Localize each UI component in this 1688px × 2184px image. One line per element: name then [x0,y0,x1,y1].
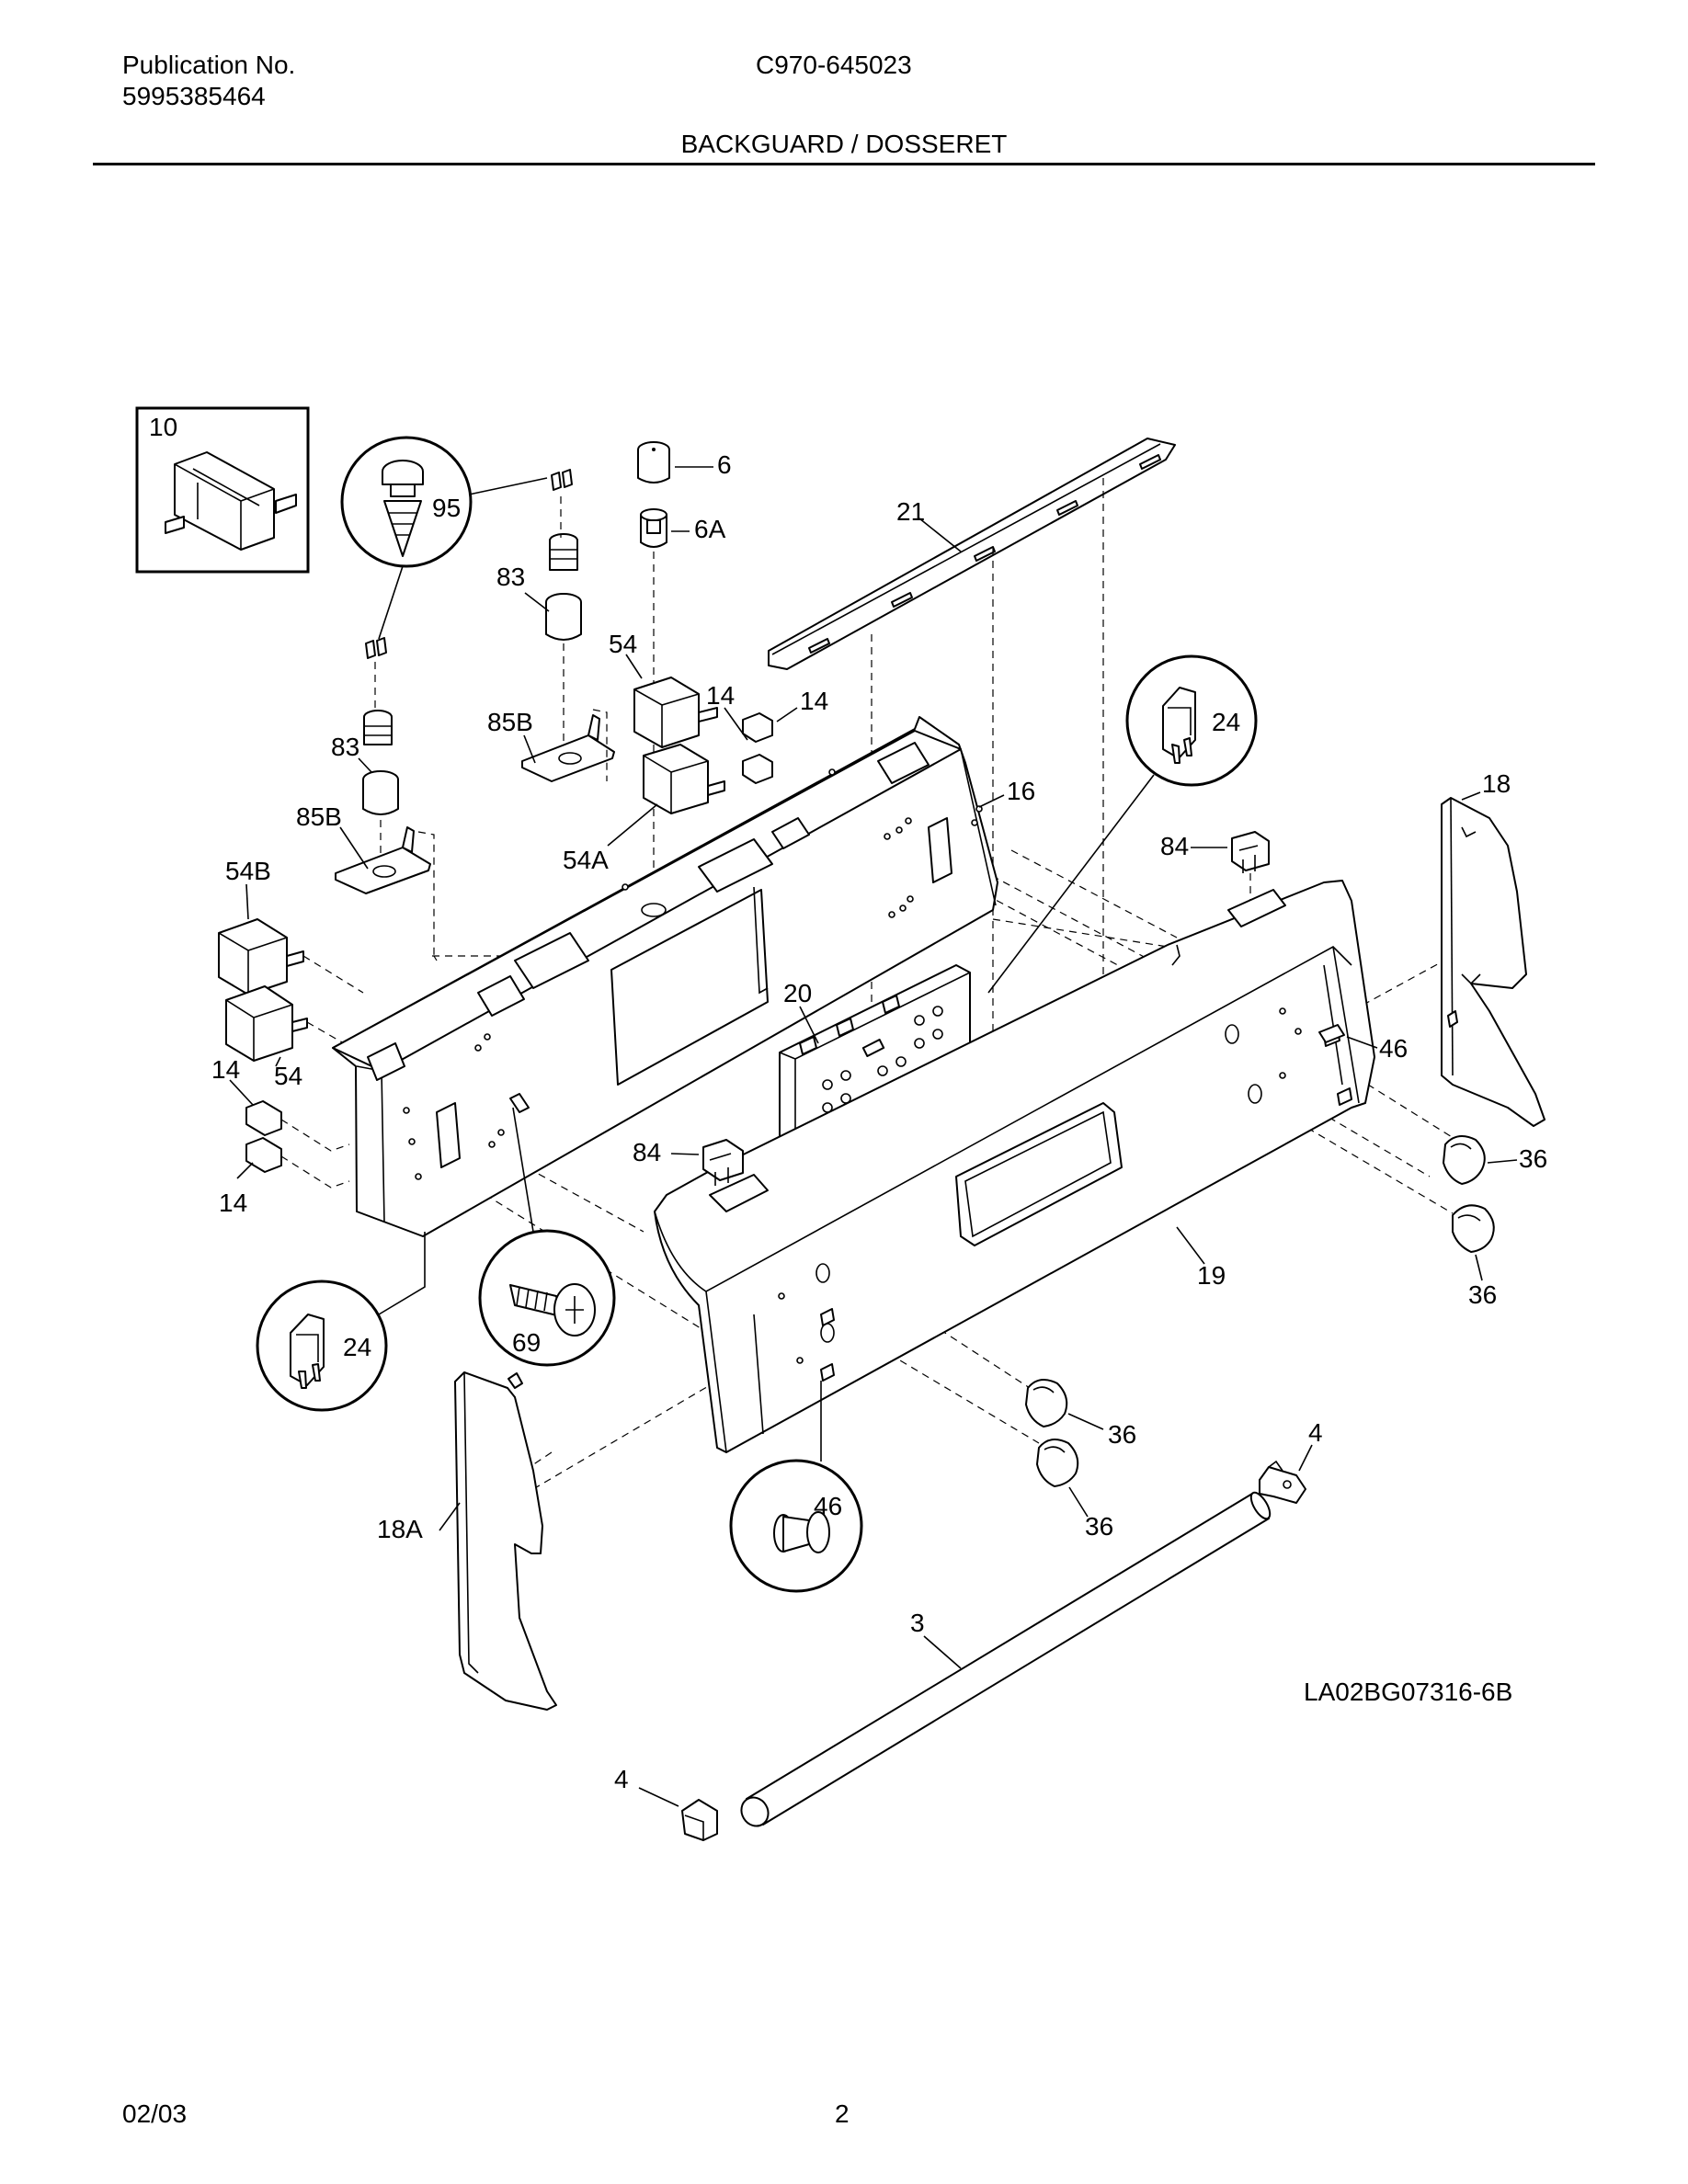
drawing-id: LA02BG07316-6B [1304,1678,1512,1706]
callout-21: 21 [896,497,925,526]
callout-24-lower: 24 [343,1333,371,1361]
part-14-connectors-lower [229,1079,350,1189]
callout-4-right: 4 [1308,1418,1323,1447]
callout-14-c: 14 [211,1055,240,1084]
callout-84-lower: 84 [633,1138,661,1166]
publication-number: 5995385464 [122,82,266,110]
part-85b-bracket-lower [335,826,438,961]
callout-54-lower: 54 [274,1062,302,1090]
part-46-bushing [1318,1024,1378,1049]
callout-3: 3 [910,1609,925,1637]
part-24-detail-circle-upper [987,654,1258,994]
part-84-clip-lower [670,1139,744,1186]
part-18-right-endcap [1441,791,1545,1127]
part-95-detail-circle [340,436,548,640]
callout-85b-upper: 85B [487,708,533,736]
callout-6: 6 [717,450,732,479]
part-21-top-trim [768,438,1176,1140]
callout-18: 18 [1482,769,1511,798]
callout-14-d: 14 [219,1189,247,1217]
section-title: BACKGUARD / DOSSERET [680,130,1008,158]
part-14-connectors-upper [724,707,798,784]
part-19-control-panel [654,880,1375,1453]
callout-36-d: 36 [1085,1512,1113,1541]
header-rule [93,163,1595,165]
part-95-terminals-upper [365,469,573,659]
part-4-bracket-right [1259,1444,1313,1504]
callout-36-b: 36 [1468,1280,1497,1309]
callout-54a: 54A [563,846,609,874]
callout-20: 20 [783,979,812,1007]
part-24-detail-circle-lower [256,1232,426,1412]
callout-14-a: 14 [706,681,735,710]
part-84-clip-upper [1191,831,1270,910]
callout-16: 16 [1007,777,1035,805]
callout-54-upper: 54 [609,630,637,658]
callout-54b: 54B [225,857,271,885]
callout-69: 69 [512,1328,541,1357]
callout-24-upper: 24 [1212,708,1240,736]
publication-label: Publication No. [122,51,296,79]
model-number: C970-645023 [756,51,912,79]
part-54b-switch [218,883,304,995]
callout-83-lower: 83 [331,733,359,761]
part-10-ballast [135,406,310,574]
part-36-knobs [1025,1135,1518,1518]
callout-10: 10 [149,413,177,441]
part-54-switch-upper [607,654,725,847]
callout-84-upper: 84 [1160,832,1189,860]
callout-85b-lower: 85B [296,802,342,831]
part-16-backguard-frame [332,716,1005,1237]
part-3-rod [740,1491,1272,1827]
part-18a-left-endcap [439,1371,557,1711]
callout-36-a: 36 [1519,1144,1547,1173]
part-69-screw-circle [478,1229,616,1367]
part-6-lamp-cover [637,441,713,905]
page-number: 2 [835,2099,850,2128]
callout-labels: 10 95 6 6A 21 83 54 14 14 85B 83 85B 54A… [149,413,1547,1793]
part-46-detail-circle [729,1381,863,1593]
callout-95: 95 [432,494,461,522]
footer-date: 02/03 [122,2099,188,2128]
callout-83-upper: 83 [496,563,525,591]
part-83-socket-lower [358,662,399,864]
part-85b-bracket-upper [521,709,615,782]
callout-18a: 18A [377,1515,423,1543]
part-83-socket-upper [524,496,582,754]
part-54-switch-lower [225,985,308,1067]
callout-4-left: 4 [614,1765,629,1793]
callout-19: 19 [1197,1261,1226,1290]
callout-6a: 6A [694,515,726,543]
callout-46: 46 [1379,1034,1408,1063]
callout-46-circle: 46 [814,1492,842,1520]
callout-14-b: 14 [800,687,828,715]
callout-36-c: 36 [1108,1420,1136,1449]
part-4-bracket-left [638,1787,718,1841]
